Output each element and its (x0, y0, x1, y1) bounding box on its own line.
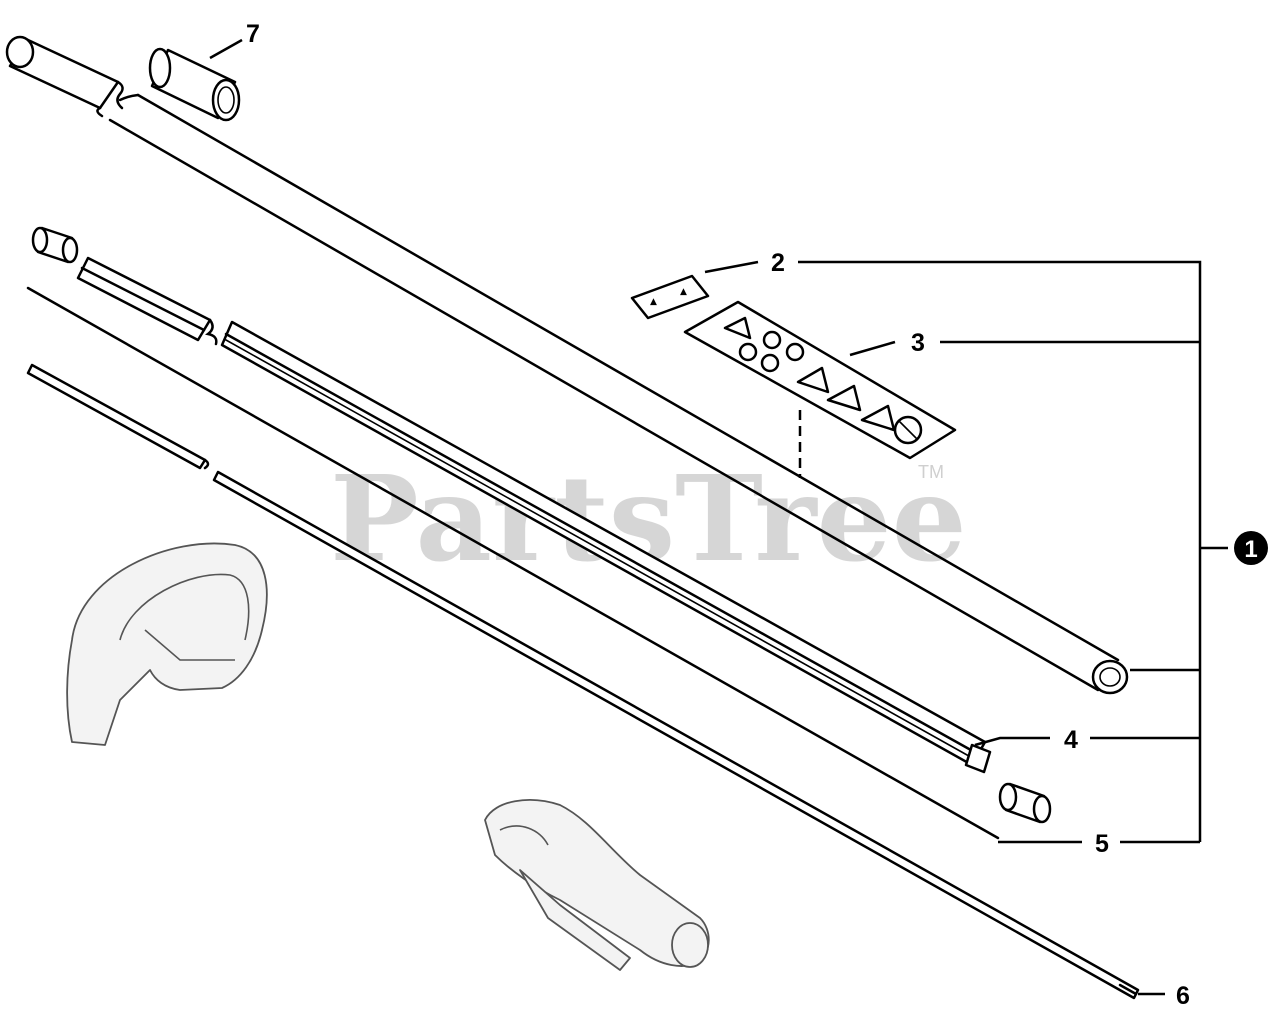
callout-main-badge[interactable] (1234, 531, 1268, 565)
decal-arrow-glyph-left: ▲ (650, 297, 657, 307)
symbol-circle-icon (738, 342, 758, 362)
warning-triangle-icon (860, 404, 896, 432)
callout-1[interactable]: 1 (1244, 536, 1257, 563)
decal-part-2[interactable]: ▲ ▲ (630, 274, 710, 320)
watermark-trademark: TM (918, 462, 944, 482)
symbol-circle-icon (785, 342, 805, 362)
callout-7[interactable]: 7 (246, 20, 260, 48)
sleeve-part-7[interactable] (148, 47, 241, 122)
throttle-handle-reference (484, 799, 710, 971)
symbol-circle-icon (762, 330, 782, 350)
decal-arrow-glyph-right: ▲ (680, 287, 687, 297)
decal-part-3[interactable] (683, 300, 957, 460)
callout-leaders (209, 38, 1228, 996)
callout-5[interactable]: 5 (1095, 830, 1109, 858)
bushing-guide-line-upper (26, 286, 1000, 840)
callout-2[interactable]: 2 (771, 249, 785, 277)
warning-triangle-icon (796, 366, 830, 394)
shaft-tube[interactable] (5, 35, 1129, 695)
callout-4[interactable]: 4 (1064, 726, 1078, 754)
driveshaft-part-6[interactable] (26, 363, 1140, 1000)
callout-6[interactable]: 6 (1176, 982, 1190, 1010)
warning-triangle-icon (723, 316, 752, 340)
loop-handle-reference (66, 542, 268, 746)
callout-3[interactable]: 3 (911, 329, 925, 357)
symbol-circle-icon (760, 353, 780, 373)
bushing-part-5-lower[interactable] (998, 782, 1052, 824)
bushing-part-5-upper[interactable] (31, 226, 79, 264)
liner-part-4[interactable] (76, 256, 992, 774)
warning-triangle-icon (826, 384, 862, 412)
